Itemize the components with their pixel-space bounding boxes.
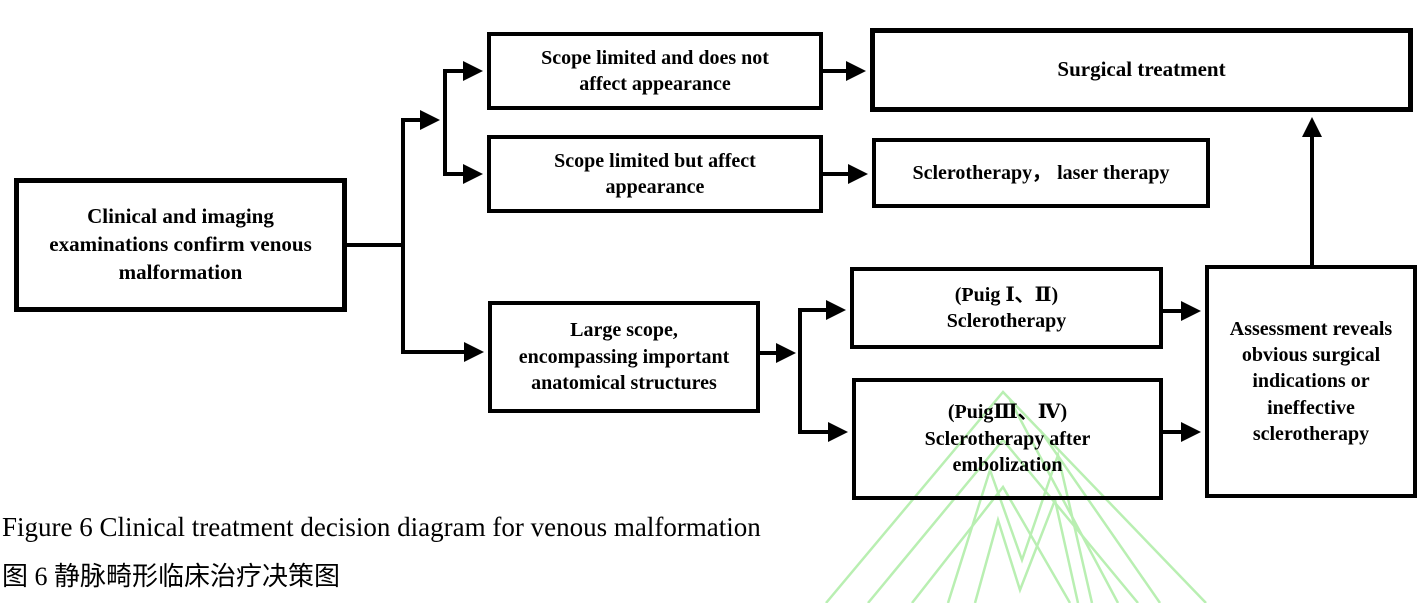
figure-caption-english: Figure 6 Clinical treatment decision dia… (2, 512, 761, 542)
node-large-scope-label: Large scope, encompassing important anat… (518, 319, 730, 395)
figure-caption-chinese: 图 6 静脉畸形临床治疗决策图 (2, 562, 341, 591)
node-surgical-treatment: Surgical treatment (870, 28, 1413, 112)
node-sclerotherapy-laser-label: Sclerotherapy， laser therapy (912, 161, 1170, 184)
node-clinical-imaging-confirm: Clinical and imaging examinations confir… (14, 178, 347, 312)
node-puig-1-2-sclerotherapy: (Puig Ⅰ、Ⅱ) Sclerotherapy (850, 267, 1163, 349)
node-assessment: Assessment reveals obvious surgical indi… (1205, 265, 1417, 498)
node-assessment-label: Assessment reveals obvious surgical indi… (1229, 317, 1393, 446)
node-surgical-treatment-label: Surgical treatment (1057, 57, 1226, 82)
node-scope-limited-affects-appearance-label: Scope limited but affect appearance (554, 149, 756, 198)
node-scope-limited-no-appearance: Scope limited and does not affect appear… (487, 32, 823, 110)
node-scope-limited-affects-appearance: Scope limited but affect appearance (487, 135, 823, 213)
node-sclerotherapy-laser: Sclerotherapy， laser therapy (872, 138, 1210, 208)
node-puig-3-4-embolization-label: (PuigⅢ、Ⅳ) Sclerotherapy after embolizati… (924, 401, 1091, 477)
node-clinical-imaging-confirm-label: Clinical and imaging examinations confir… (49, 204, 312, 284)
node-puig-1-2-sclerotherapy-label: (Puig Ⅰ、Ⅱ) Sclerotherapy (946, 283, 1067, 332)
node-scope-limited-no-appearance-label: Scope limited and does not affect appear… (541, 46, 769, 95)
node-large-scope: Large scope, encompassing important anat… (488, 301, 760, 413)
node-puig-3-4-embolization: (PuigⅢ、Ⅳ) Sclerotherapy after embolizati… (852, 378, 1163, 500)
